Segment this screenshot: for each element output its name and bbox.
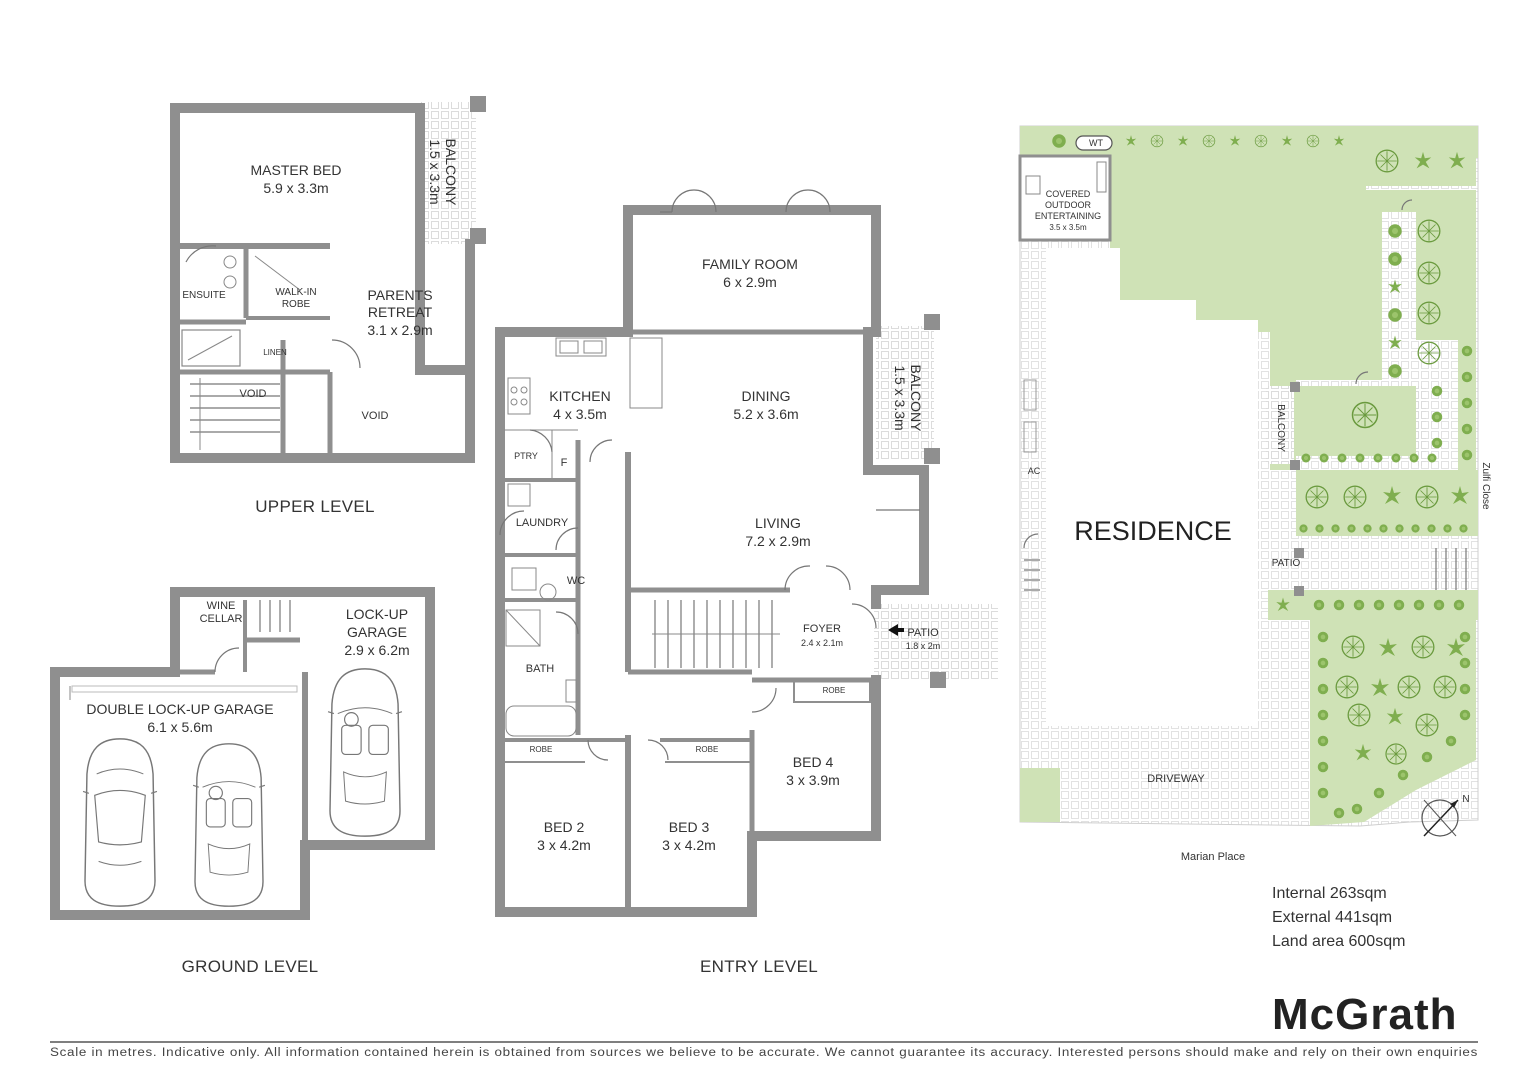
foyer-size: 2.4 x 2.1m (801, 638, 843, 648)
living-size: 7.2 x 2.9m (745, 533, 810, 549)
parents-retreat-label-1: PARENTS (367, 287, 432, 303)
covered-size: 3.5 x 3.5m (1049, 223, 1087, 232)
kitchen-label: KITCHEN (549, 388, 610, 404)
upper-balcony-size: 1.5 x 3.3m (427, 139, 443, 204)
entry-balcony-label: BALCONY (908, 365, 924, 433)
internal-area: Internal 263sqm (1272, 885, 1387, 902)
disclaimer: Scale in metres. Indicative only. All in… (50, 1047, 1478, 1059)
bed-4-size: 3 x 3.9m (786, 772, 840, 788)
master-bed-size: 5.9 x 3.3m (263, 180, 328, 196)
upper-balcony-label: BALCONY (443, 139, 459, 207)
void-label-2: VOID (362, 410, 389, 422)
lockup-garage-label-1: LOCK-UP (346, 606, 408, 622)
bed-2-size: 3 x 4.2m (537, 837, 591, 853)
entry-balcony-size: 1.5 x 3.3m (892, 365, 908, 430)
residence-label: RESIDENCE (1074, 516, 1232, 546)
wt-label: WT (1089, 138, 1103, 148)
pantry-label: PTRY (514, 451, 538, 461)
external-area: External 441sqm (1272, 909, 1392, 926)
parents-retreat-size: 3.1 x 2.9m (367, 322, 432, 338)
bath-label: BATH (526, 663, 555, 675)
walk-in-robe-label: ROBE (282, 299, 311, 310)
foyer-label: FOYER (803, 623, 841, 635)
covered-label-2: OUTDOOR (1045, 200, 1091, 210)
parents-retreat-label-2: RETREAT (368, 304, 433, 320)
bed-3-label: BED 3 (669, 819, 710, 835)
family-room-label: FAMILY ROOM (702, 256, 798, 272)
mcgrath-logo: McGrath (1272, 990, 1457, 1039)
lockup-garage-size: 2.9 x 6.2m (344, 642, 409, 658)
lockup-garage-label-2: GARAGE (347, 624, 407, 640)
void-label-1: VOID (240, 388, 267, 400)
dining-label: DINING (742, 388, 791, 404)
wc-label: WC (567, 575, 585, 587)
entry-level-title: ENTRY LEVEL (700, 957, 818, 976)
master-bed-label: MASTER BED (250, 162, 341, 178)
bed-3-size: 3 x 4.2m (662, 837, 716, 853)
kitchen-size: 4 x 3.5m (553, 406, 607, 422)
walk-in-label: WALK-IN (275, 287, 316, 298)
covered-label-3: ENTERTAINING (1035, 211, 1101, 221)
site-plan: WT COVERED OUTDOOR ENTERTAINING 3.5 x 3.… (1018, 125, 1491, 863)
site-patio-label: PATIO (1272, 558, 1301, 569)
double-garage-size: 6.1 x 5.6m (147, 719, 212, 735)
robe-label-2: ROBE (696, 745, 719, 754)
linen-label: LINEN (263, 348, 287, 357)
entry-patio-label: PATIO (907, 627, 939, 639)
wine-label: WINE (207, 600, 236, 612)
north-label: N (1462, 794, 1469, 805)
robe-label-1: ROBE (530, 745, 553, 754)
ground-level-title: GROUND LEVEL (182, 957, 319, 976)
living-label: LIVING (755, 515, 801, 531)
family-room-size: 6 x 2.9m (723, 274, 777, 290)
ac-label: AC (1028, 466, 1041, 476)
driveway-label: DRIVEWAY (1147, 773, 1205, 785)
ground-level-plan: WINE CELLAR LOCK-UP GARAGE 2.9 x 6.2m DO… (50, 587, 435, 976)
bed-2-label: BED 2 (544, 819, 585, 835)
dining-size: 5.2 x 3.6m (733, 406, 798, 422)
laundry-label: LAUNDRY (516, 517, 569, 529)
double-garage-label: DOUBLE LOCK-UP GARAGE (86, 701, 273, 717)
street-zulfi-close: Zulfi Close (1480, 462, 1491, 510)
upper-level-title: UPPER LEVEL (255, 497, 375, 516)
street-marian-place: Marian Place (1181, 851, 1245, 863)
fridge-label: F (561, 457, 568, 469)
site-balcony-label: BALCONY (1275, 404, 1286, 452)
north-compass-icon (1421, 799, 1459, 837)
upper-level-plan: MASTER BED 5.9 x 3.3m BALCONY 1.5 x 3.3m… (170, 96, 486, 516)
bed-4-label: BED 4 (793, 754, 834, 770)
wine-cellar-label: CELLAR (200, 613, 243, 625)
land-area: Land area 600sqm (1272, 933, 1405, 950)
entry-level-plan: FAMILY ROOM 6 x 2.9m KITCHEN 4 x 3.5m DI… (495, 189, 998, 976)
robe-label-3: ROBE (823, 686, 846, 695)
covered-label-1: COVERED (1046, 189, 1091, 199)
entry-patio-size: 1.8 x 2m (906, 641, 941, 651)
ensuite-label: ENSUITE (182, 290, 226, 301)
